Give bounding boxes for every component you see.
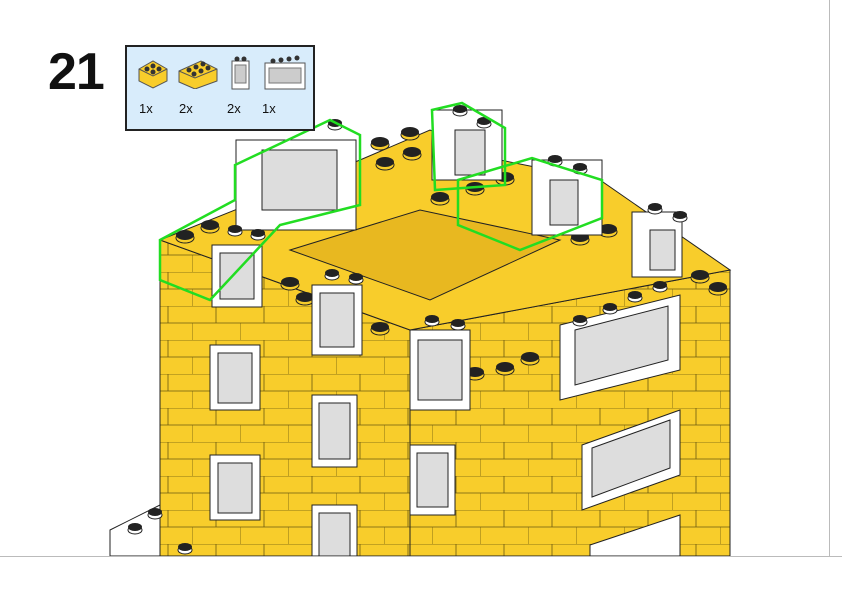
- part-qty: 1x: [262, 101, 276, 116]
- yellow-brick-2x3-icon: [178, 60, 218, 90]
- part-yellow-brick-2x3: [177, 55, 219, 94]
- part-qty: 2x: [227, 101, 241, 116]
- part-qty: 1x: [139, 101, 153, 116]
- part-white-window-1x4: [262, 55, 308, 100]
- part-qty: 2x: [179, 101, 193, 116]
- page-border-right: [829, 0, 830, 556]
- part-yellow-brick-2x2: [137, 55, 169, 94]
- white-window-1x2-icon: [231, 56, 250, 90]
- windows: [209, 109, 683, 557]
- white-window-1x4-icon: [264, 55, 306, 90]
- yellow-brick-2x2-icon: [138, 60, 168, 89]
- new-parts-highlight: [158, 101, 604, 302]
- step-number: 21: [48, 43, 105, 101]
- parts-list-callout: 1x 2x 2x 1x: [125, 45, 315, 131]
- part-white-window-1x2: [229, 55, 253, 100]
- page-border-bottom: [0, 556, 842, 557]
